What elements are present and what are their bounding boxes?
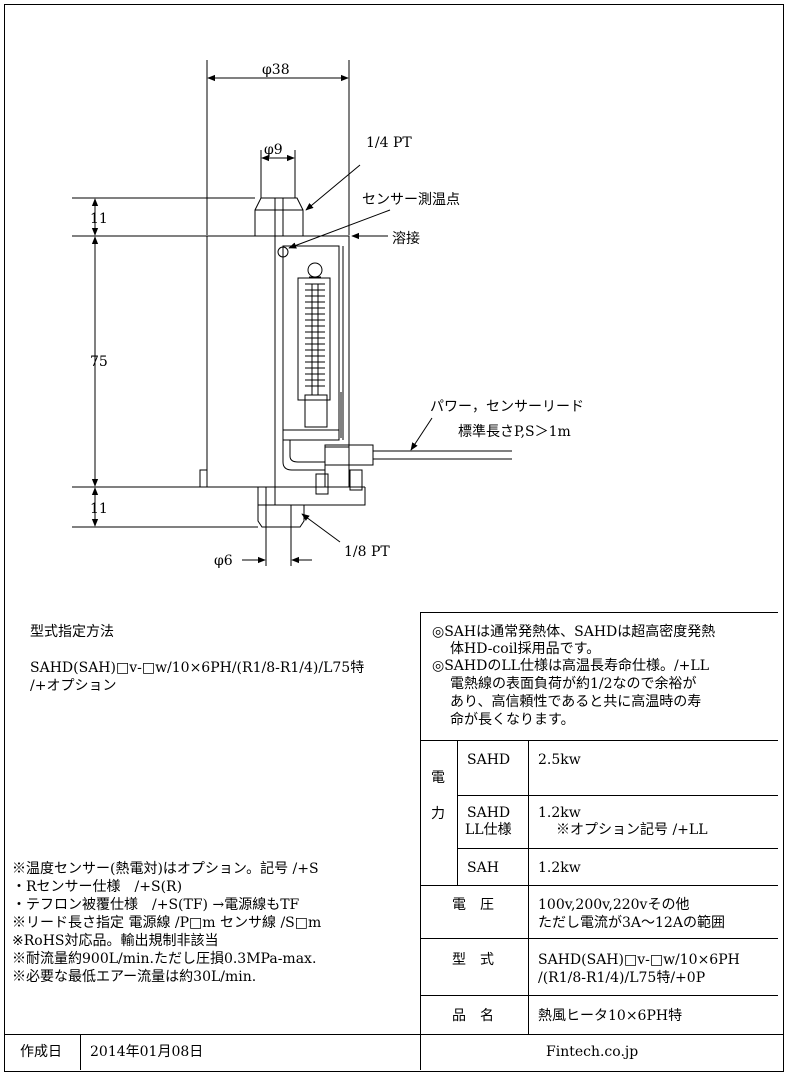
dim-bottom-diameter: φ6 [214,553,233,569]
spec-row-1-name: SAHD [467,752,511,768]
note-7: ※必要な最低エアー流量は約30L/min. [12,969,257,985]
dim-body-height: 75 [90,354,108,370]
spec-row-1-value: 2.5kw [538,752,581,768]
spec-row-3-value: 1.2kw [538,860,581,876]
row-divider-5 [420,995,778,996]
voltage-value-2: ただし電流が3A～12Aの範囲 [538,915,725,931]
model-line-1: SAHD(SAH)□v-□w/10×6PH/(R1/8-R1/4)/L75特 [30,660,365,676]
date-label: 作成日 [20,1044,62,1060]
footer-divider-2 [420,1034,421,1070]
row-divider-2 [457,848,778,849]
weld-label: 溶接 [392,230,420,247]
remark-3: ◎SAHDのLL仕様は高温長寿命仕様。/+LL [432,658,709,674]
bottom-thread-label: 1/8 PT [344,544,390,560]
note-4: ※リード長さ指定 電源線 /P□m センサ線 /S□m [12,915,322,931]
footer-top-line [5,1034,783,1035]
model-label: 型 式 [452,952,494,968]
power-label-2: 力 [431,806,445,822]
footer-divider-1 [80,1034,81,1070]
voltage-label: 電 圧 [452,897,494,913]
drawing-frame [4,4,784,1072]
model-value-2: /(R1/8-R1/4)/L75特/+0P [538,970,706,986]
dim-outer-diameter: φ38 [262,62,290,78]
dim-port-diameter: φ9 [264,142,283,158]
power-label-1: 電 [431,770,445,786]
note-2: ・Rセンサー仕様 /+S(R) [12,879,183,895]
lead-label-line1: パワー，センサーリード [430,399,584,415]
power-label-divider [457,740,458,885]
table-left-line [420,612,421,1034]
remark-6: 命が長くなります。 [450,712,575,728]
note-5: ※RoHS対応品。輸出規制非該当 [12,933,219,949]
sensor-point-label: センサー測温点 [362,192,460,208]
dim-top-height: 11 [90,211,108,227]
note-1: ※温度センサー(熱電対)はオプション。記号 /+S [12,861,319,877]
voltage-value-1: 100v,200v,220vその他 [538,897,690,913]
table-top-line [420,612,778,613]
remark-5: あり、高信頼性であると共に高温時の寿 [450,694,702,710]
model-line-2: /+オプション [30,678,117,694]
remarks-bottom-line [420,740,778,741]
remark-1: ◎SAHは通常発熱体、SAHDは超高密度発熱 [432,624,716,640]
spec-row-3-name: SAH [467,860,499,876]
lead-label-line2: 標準長さP,S＞1m [458,424,571,440]
date-value: 2014年01月08日 [90,1044,204,1060]
product-label: 品 名 [452,1008,494,1024]
model-value-1: SAHD(SAH)□v-□w/10×6PH [538,952,740,968]
product-value: 熱風ヒータ10×6PH特 [538,1008,683,1024]
top-thread-label: 1/4 PT [366,135,412,151]
spec-value-divider [528,740,529,1034]
company-name: Fintech.co.jp [546,1044,639,1060]
spec-row-2-name-2: LL仕様 [465,822,512,838]
note-6: ※耐流量約900L/min.ただし圧損0.3MPa-max. [12,951,317,967]
row-divider-1 [457,795,778,796]
spec-row-2-value-2: ※オプション記号 /+LL [556,822,708,838]
spec-row-2-name: SAHD [467,805,511,821]
note-3: ・テフロン被覆仕様 /+S(TF) →電源線もTF [12,897,300,913]
heater-drawing: φ38 φ9 11 75 11 1/4 PT センサー測温点 溶接 パワー，セン… [72,60,584,569]
row-divider-4 [420,938,778,939]
row-divider-3 [420,885,778,886]
model-heading: 型式指定方法 [30,624,114,640]
spec-row-2-value: 1.2kw [538,805,581,821]
remark-4: 電熱線の表面負荷が約1/2なので余裕が [450,676,697,692]
dim-bottom-height: 11 [90,501,108,517]
remark-2: 体HD-coil採用品です。 [450,641,601,657]
